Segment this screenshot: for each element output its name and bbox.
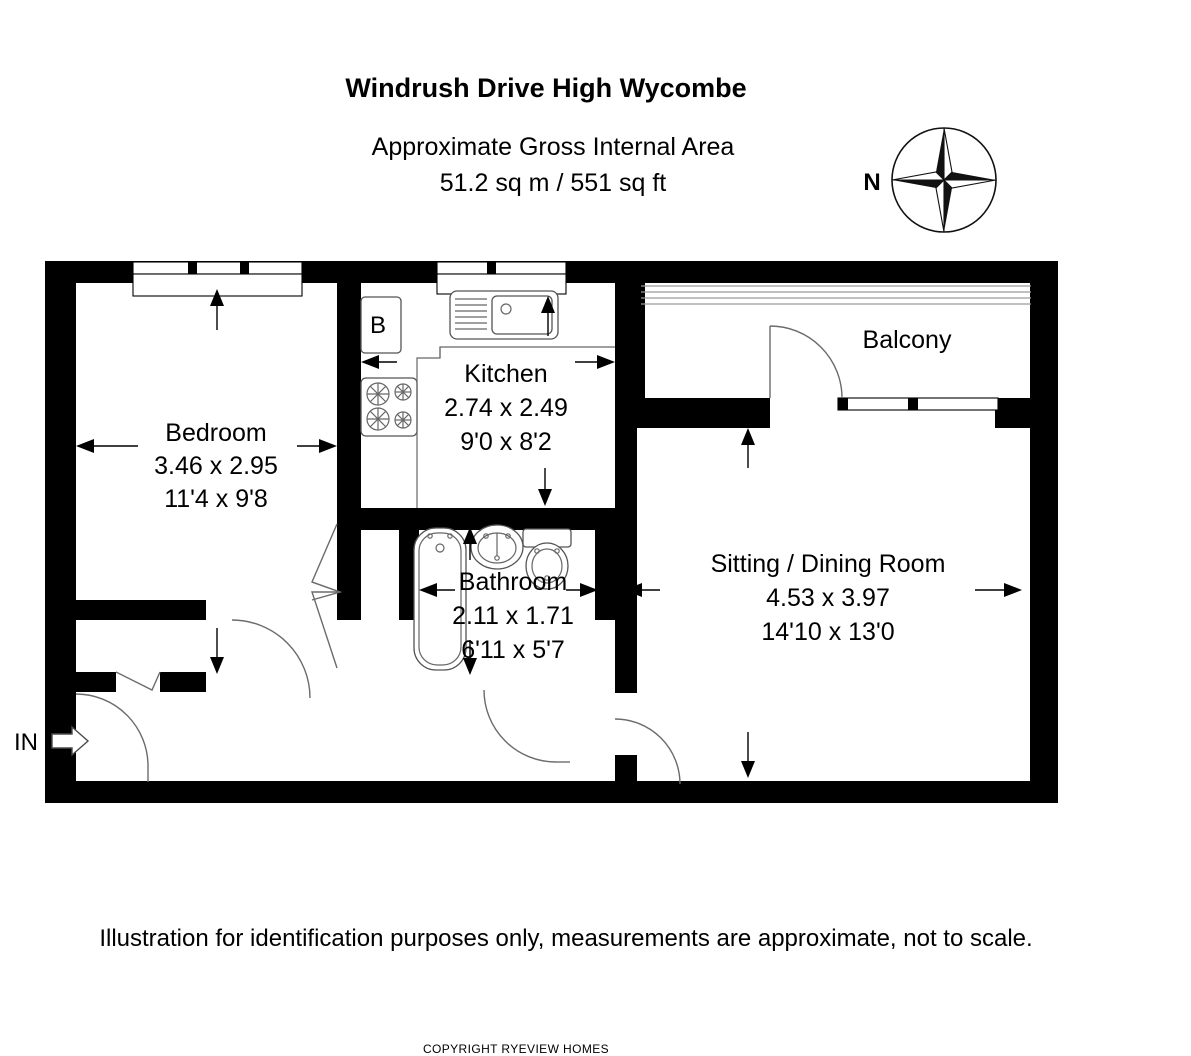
kitchen-dim-metric: 2.74 x 2.49 [444, 394, 568, 422]
dim-bathroom-top [463, 527, 477, 560]
bathroom-dim-imperial: 6'11 x 5'7 [461, 636, 565, 664]
bedroom-dim-imperial: 11'4 x 9'8 [164, 485, 268, 513]
kitchen-name: Kitchen [464, 360, 547, 388]
compass-rose-icon [891, 127, 997, 233]
door-sitting-room [614, 718, 681, 785]
kitchen-dim-imperial: 9'0 x 8'2 [460, 428, 552, 456]
dim-kitchen-right [575, 355, 615, 369]
balcony-name: Balcony [863, 326, 952, 354]
door-hall-bifold [311, 523, 343, 669]
dim-kitchen-bottom [538, 468, 552, 506]
bathroom-fixtures [413, 524, 572, 671]
dim-bedroom-right [297, 439, 337, 453]
bedroom-dim-metric: 3.46 x 2.95 [154, 452, 278, 480]
dim-bedroom-top [210, 289, 224, 330]
disclaimer-text: Illustration for identification purposes… [99, 925, 1032, 952]
dim-kitchen-top [541, 296, 555, 336]
balcony-railing [641, 285, 1031, 305]
boiler-icon [360, 296, 402, 354]
gross-area-label: Approximate Gross Internal Area [372, 133, 735, 161]
gross-area-value: 51.2 sq m / 551 sq ft [440, 169, 667, 197]
dim-bedroom-left [76, 439, 138, 453]
sitting-name: Sitting / Dining Room [711, 550, 946, 578]
sitting-dim-metric: 4.53 x 3.97 [766, 584, 890, 612]
dim-sitting-top [741, 428, 755, 468]
door-swings [75, 325, 843, 785]
room-label-kitchen: Kitchen 2.74 x 2.49 9'0 x 8'2 [444, 360, 568, 456]
door-balcony [769, 325, 843, 399]
compass-north-label: N [863, 169, 880, 196]
window-kitchen [436, 261, 567, 295]
dim-sitting-bottom [741, 732, 755, 778]
dim-bathroom-left [419, 583, 455, 597]
basin-icon [470, 524, 524, 570]
page-title: Windrush Drive High Wycombe [345, 73, 746, 103]
windows [132, 261, 1031, 411]
floor-plan-walls [45, 261, 1058, 803]
dimension-arrows [76, 289, 1022, 778]
entrance-arrow-icon [51, 725, 90, 757]
room-label-balcony: Balcony [863, 326, 952, 354]
hob-icon [360, 377, 418, 437]
dim-kitchen-left [361, 355, 397, 369]
dim-sitting-right [975, 583, 1022, 597]
window-bedroom [132, 261, 303, 297]
bathroom-name: Bathroom [459, 568, 567, 596]
toilet-icon [522, 528, 572, 590]
bath-icon [413, 527, 467, 671]
entrance-label: IN [14, 729, 38, 756]
door-bathroom [483, 689, 570, 763]
entrance-marker: IN [14, 725, 90, 757]
dim-bedroom-bottom [210, 628, 224, 674]
room-label-bathroom: Bathroom 2.11 x 1.71 6'11 x 5'7 [452, 568, 574, 664]
door-entrance [75, 693, 149, 782]
bathroom-dim-metric: 2.11 x 1.71 [452, 602, 574, 630]
room-label-sitting-dining-room: Sitting / Dining Room 4.53 x 3.97 14'10 … [711, 550, 946, 646]
dim-bathroom-bottom [463, 640, 477, 675]
kitchen-fixtures: B [360, 290, 615, 508]
window-balcony [837, 397, 999, 411]
kitchen-worktop [416, 346, 615, 508]
room-label-bedroom: Bedroom 3.46 x 2.95 11'4 x 9'8 [154, 419, 278, 513]
copyright-text: COPYRIGHT RYEVIEW HOMES [423, 1042, 609, 1056]
door-cupboard-bifold [115, 671, 161, 691]
door-bedroom [231, 619, 311, 699]
sitting-dim-imperial: 14'10 x 13'0 [761, 618, 894, 646]
boiler-label: B [370, 312, 386, 339]
sink-icon [449, 290, 559, 340]
bedroom-name: Bedroom [165, 419, 266, 447]
dim-bathroom-right [566, 583, 598, 597]
dim-sitting-left [624, 583, 660, 597]
